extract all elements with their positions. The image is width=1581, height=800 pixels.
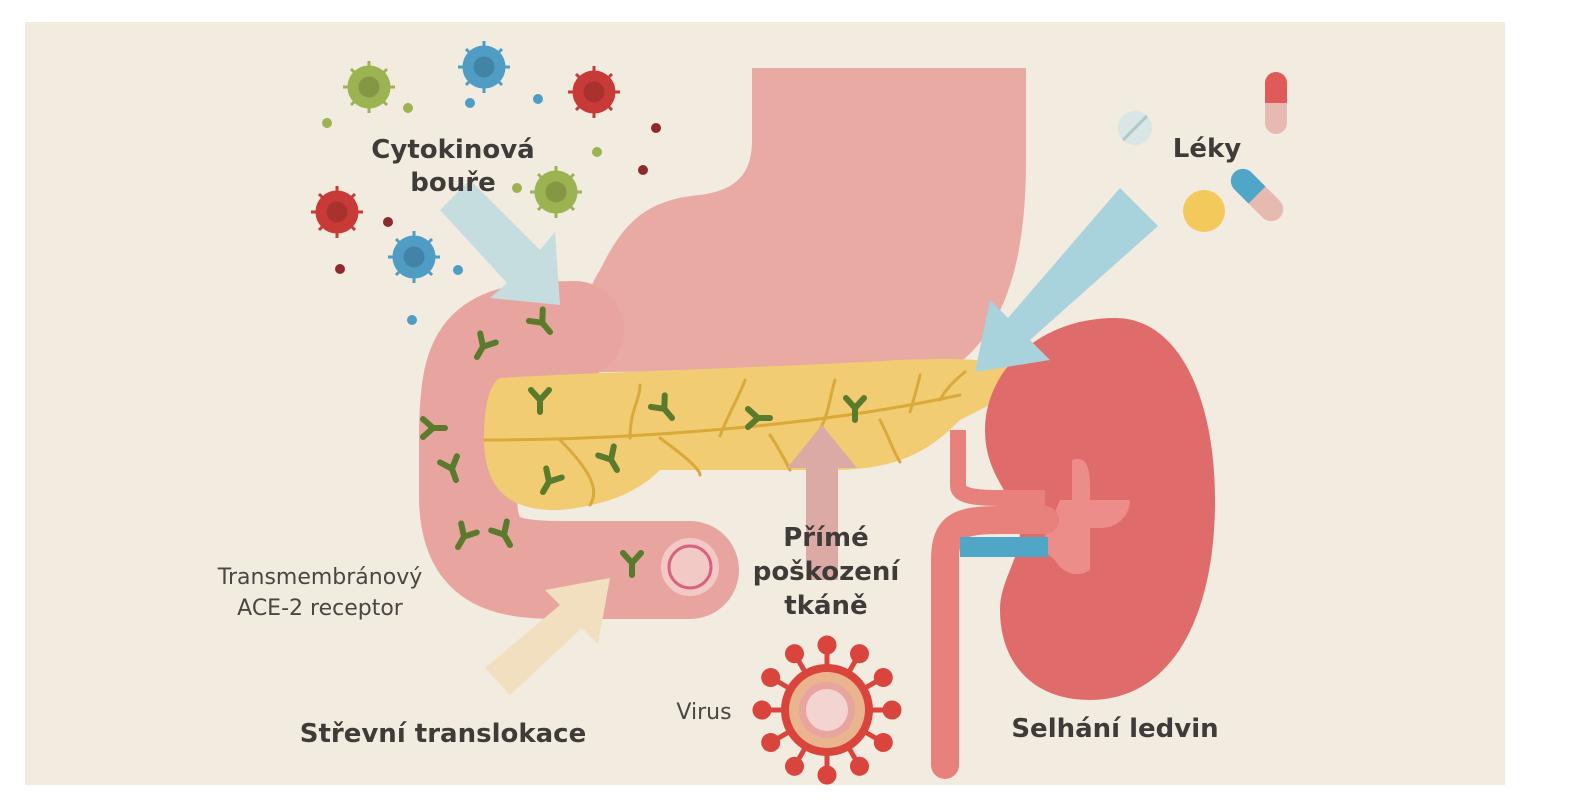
- direct-damage-label-line1: Přímé: [783, 523, 869, 553]
- translocation-arrow: [485, 578, 610, 695]
- direct-damage-label-line2: poškození: [753, 557, 902, 587]
- cytokine-storm-label-line2: bouře: [410, 168, 495, 198]
- drugs-arrow: [975, 188, 1158, 372]
- duodenum-lumen: [667, 544, 713, 590]
- capsule-icon: [1230, 72, 1287, 222]
- pill-icon: [1118, 111, 1225, 232]
- duodenum: [419, 281, 739, 619]
- ace2-label-line1: Transmembránový: [217, 565, 422, 590]
- cytokine-storm-label-line1: Cytokinová: [371, 135, 534, 165]
- cytokine-dots: [322, 94, 661, 325]
- ace2-label-line2: ACE-2 receptor: [237, 596, 404, 621]
- cytokine-arrow: [440, 180, 560, 305]
- duodenum-end: [655, 532, 725, 602]
- stomach: [585, 68, 1026, 372]
- kidney-failure-label: Selhání ledvin: [1011, 714, 1218, 744]
- direct-damage-arrow: [787, 425, 857, 580]
- virus-label: Virus: [676, 700, 731, 725]
- kidney: [931, 318, 1215, 779]
- intestinal-translocation-label: Střevní translokace: [300, 719, 586, 749]
- coronavirus-icon: [752, 635, 902, 785]
- direct-damage-label-line3: tkáně: [784, 591, 867, 621]
- drugs-label: Léky: [1173, 134, 1241, 164]
- pancreatic-duct: [483, 370, 967, 507]
- pancreas: [484, 359, 1024, 511]
